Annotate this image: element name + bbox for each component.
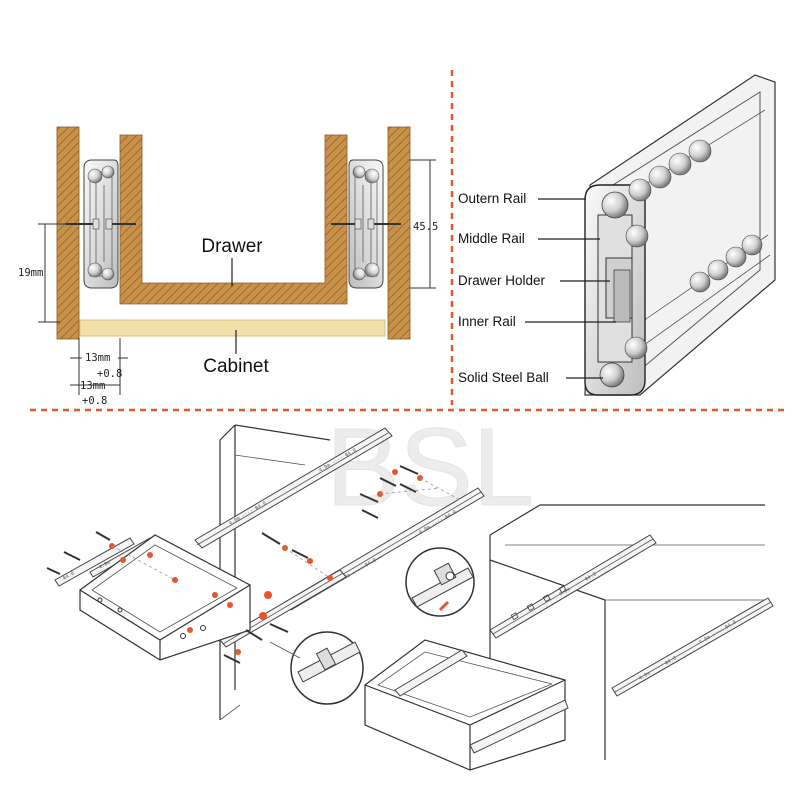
assembly-illustration: BSL 4.0m ···· Φ4.0 4.0m ···· Φ4.0 4.0m ·… (46, 406, 774, 771)
ball-row-top (601, 139, 712, 248)
svg-text:4.0m ···· Φ4.0: 4.0m ···· Φ4.0 (638, 655, 678, 681)
svg-text:4.0m ···· Φ4.0: 4.0m ···· Φ4.0 (698, 619, 738, 645)
drawer-box-left (79, 534, 251, 661)
dim-height-right: 45.5 (413, 221, 438, 233)
label-drawer-holder: Drawer Holder (458, 273, 546, 288)
label-solid-steel-ball: Solid Steel Ball (458, 370, 549, 385)
dim-gap-lower: 13mm (80, 380, 105, 392)
screws (46, 465, 461, 664)
svg-text:4.0m ···· Φ4.0: 4.0m ···· Φ4.0 (558, 571, 598, 597)
cabinet-label: Cabinet (203, 356, 269, 377)
dim-gap-upper-tol: +0.8 (97, 368, 122, 380)
drawer-box-right (364, 639, 569, 771)
cabinet-wall-right (387, 126, 411, 340)
dim-height-left: 19mm (18, 267, 43, 279)
dim-gap-upper: 13mm (85, 352, 110, 364)
label-inner-rail: Inner Rail (458, 314, 516, 329)
ball-row-bottom (599, 234, 763, 388)
cross-section: Drawer Cabinet 19mm 45.5 13mm +0.8 13mm … (18, 126, 438, 407)
label-middle-rail: Middle Rail (458, 231, 525, 246)
dim-gap-lower-tol: +0.8 (82, 395, 107, 407)
svg-text:4.0m: 4.0m (98, 560, 111, 571)
cabinet-wall-left (56, 126, 80, 340)
slide-right (331, 159, 401, 289)
section-dividers (30, 70, 785, 412)
svg-text:4.0m ···· Φ4.0: 4.0m ···· Φ4.0 (228, 500, 268, 526)
watermark: BSL (326, 406, 534, 529)
magnifier-left (269, 631, 364, 705)
svg-text:Φ4.0: Φ4.0 (62, 571, 75, 582)
magnifier-right (405, 547, 475, 617)
label-outern-rail: Outern Rail (458, 191, 526, 206)
drawer-label: Drawer (201, 236, 263, 257)
slide-left (66, 159, 136, 289)
rail-detail: Outern Rail Middle Rail Drawer Holder In… (458, 74, 776, 396)
cabinet-board (79, 319, 386, 337)
drawer-body (119, 134, 348, 305)
